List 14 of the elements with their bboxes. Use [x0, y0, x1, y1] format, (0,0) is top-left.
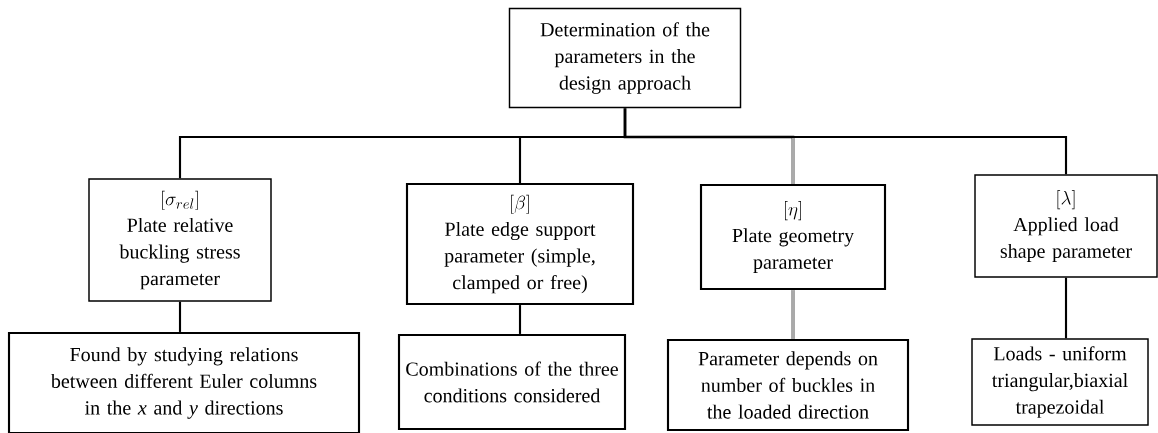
process-box: Parameter depends on number of buckles in the loaded direction — [666, 338, 910, 432]
connector-line — [623, 108, 1068, 175]
connector-line — [178, 301, 182, 332]
process-box: $[\lambda]$ Applied load shape parameter — [974, 174, 1158, 278]
connector-line — [518, 305, 522, 334]
process-box: $[\beta]$ Plate edge support parameter (simple, clamped or free) — [405, 182, 635, 306]
process-box: Loads - uniform triangular,biaxial trapezoidal — [971, 338, 1149, 426]
connector-line — [1064, 277, 1068, 339]
process-box: Combinations of the three conditions considered — [397, 333, 627, 431]
process-box: Found by studying relations between different Euler columns in the x and y directions — [7, 331, 361, 433]
connector-line — [791, 289, 795, 340]
process-box: $[\eta]$ Plate geometry parameter — [699, 183, 887, 291]
process-box: Determination of the parameters in the design approach — [508, 7, 742, 109]
process-box: $[\sigma_{rel}]$ Plate relative buckling stress parameter — [88, 178, 272, 302]
